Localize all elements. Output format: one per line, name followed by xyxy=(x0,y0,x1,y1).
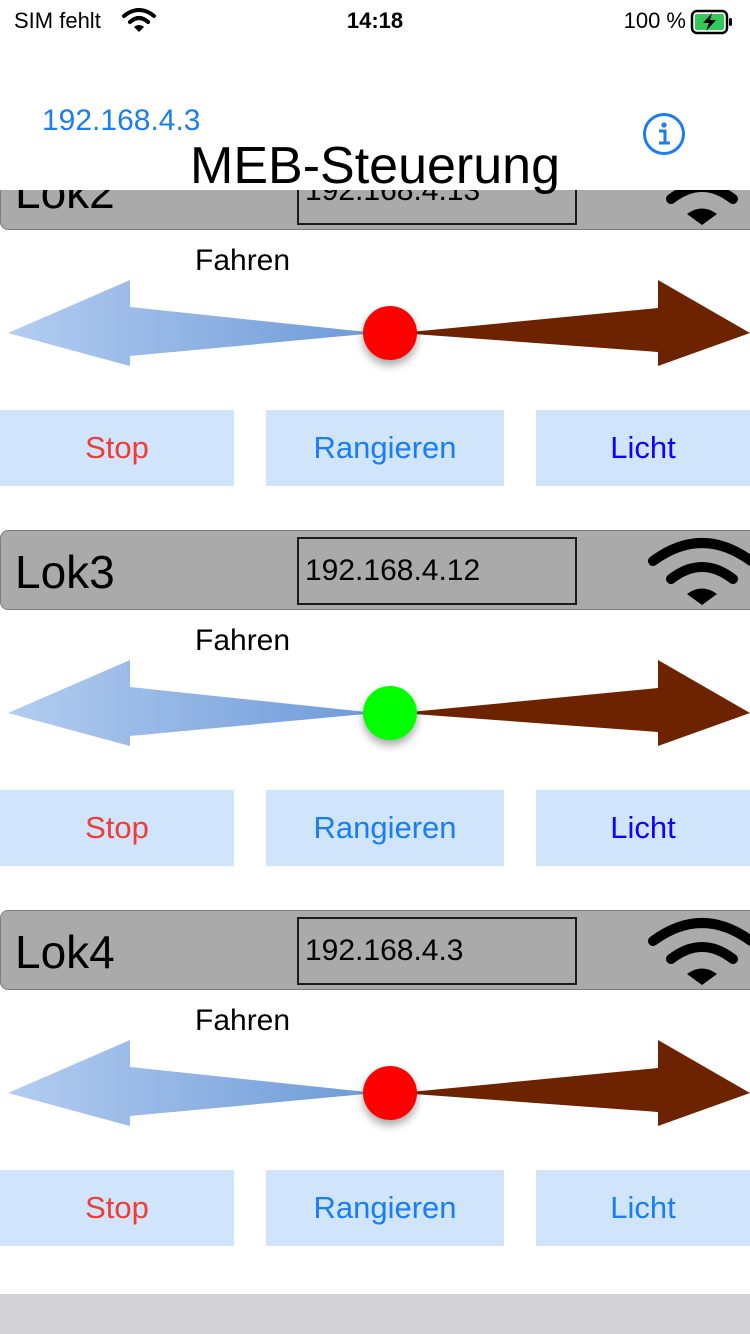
mode-label: Fahren xyxy=(195,1004,291,1037)
reverse-arrow xyxy=(8,660,376,746)
speed-slider[interactable] xyxy=(0,1040,750,1140)
battery-charging-icon xyxy=(690,9,734,40)
speed-knob[interactable] xyxy=(363,306,417,360)
loco-card: Lok4 192.168.4.3 Fahren Stop xyxy=(0,910,750,1290)
speed-knob[interactable] xyxy=(363,686,417,740)
mode-label: Fahren xyxy=(195,624,291,657)
speed-slider[interactable] xyxy=(0,660,750,760)
battery-percent: 100 % xyxy=(623,8,686,33)
loco-ip-field[interactable]: 192.168.4.3 xyxy=(297,917,577,985)
light-button[interactable]: Licht xyxy=(536,1170,750,1246)
wifi-signal-icon xyxy=(647,535,750,612)
light-button[interactable]: Licht xyxy=(536,790,750,866)
reverse-arrow xyxy=(8,1040,376,1126)
loco-header: Lok4 192.168.4.3 xyxy=(0,910,750,990)
shunt-button[interactable]: Rangieren xyxy=(266,790,504,866)
loco-header: Lok2 192.168.4.13 xyxy=(0,190,750,230)
forward-arrow xyxy=(400,660,750,746)
speed-knob[interactable] xyxy=(363,1066,417,1120)
page-title: MEB-Steuerung xyxy=(190,137,560,195)
shunt-button[interactable]: Rangieren xyxy=(266,1170,504,1246)
wifi-signal-icon xyxy=(647,915,750,992)
loco-ip-field[interactable]: 192.168.4.12 xyxy=(297,537,577,605)
loco-name: Lok2 xyxy=(15,190,115,218)
forward-arrow xyxy=(400,1040,750,1126)
clock: 14:18 xyxy=(346,8,404,33)
loco-name: Lok3 xyxy=(15,546,115,598)
carrier-text: SIM fehlt xyxy=(14,8,101,33)
mode-label: Fahren xyxy=(195,244,291,277)
forward-arrow xyxy=(400,280,750,366)
shunt-button[interactable]: Rangieren xyxy=(266,410,504,486)
light-button[interactable]: Licht xyxy=(536,410,750,486)
wifi-signal-icon xyxy=(647,190,750,232)
stop-button[interactable]: Stop xyxy=(0,790,234,866)
loco-name: Lok4 xyxy=(15,926,115,978)
info-icon[interactable] xyxy=(642,112,686,161)
speed-slider[interactable] xyxy=(0,280,750,380)
loco-header: Lok3 192.168.4.12 xyxy=(0,530,750,610)
wifi-status-icon xyxy=(122,8,156,39)
loco-card: Lok3 192.168.4.12 Fahren Stop xyxy=(0,530,750,910)
reverse-arrow xyxy=(8,280,376,366)
loco-list[interactable]: Lok2 192.168.4.13 Fahren Stop xyxy=(0,190,750,1294)
stop-button[interactable]: Stop xyxy=(0,410,234,486)
stop-button[interactable]: Stop xyxy=(0,1170,234,1246)
bottom-bar xyxy=(0,1294,750,1334)
loco-ip-field[interactable]: 192.168.4.13 xyxy=(297,190,577,225)
status-bar: SIM fehlt 14:18 100 % xyxy=(0,0,750,44)
loco-card: Lok2 192.168.4.13 Fahren Stop xyxy=(0,190,750,530)
nav-ip-link[interactable]: 192.168.4.3 xyxy=(42,104,201,137)
